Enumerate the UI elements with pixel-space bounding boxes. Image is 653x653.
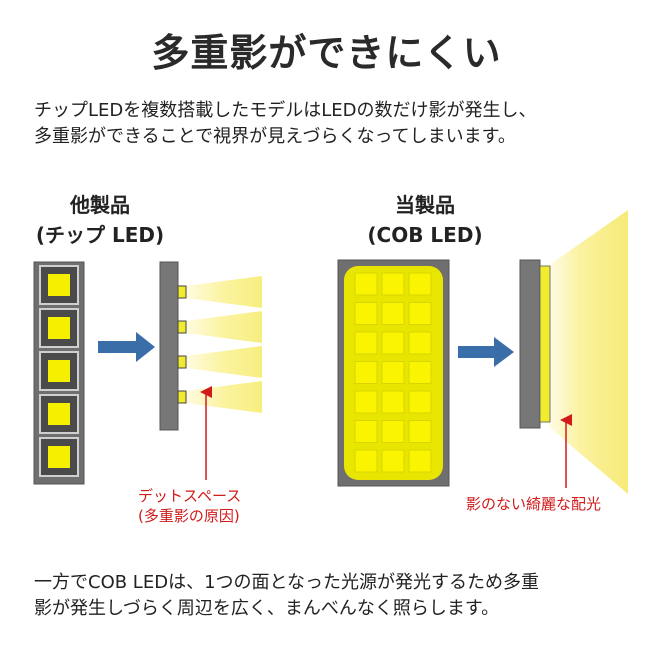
cob-led-cell: [354, 420, 378, 443]
chip-led-side: [177, 390, 187, 404]
intro-text: チップLEDを複数搭載したモデルはLEDの数だけ影が発生し、 多重影ができること…: [34, 98, 634, 150]
other-product-title: 他製品: [70, 193, 130, 217]
chip-led-side: [177, 320, 187, 334]
cob-led-cell: [408, 390, 432, 414]
dead-space-cause: (多重影の原因): [138, 507, 240, 525]
cob-led-cell: [381, 420, 405, 443]
cob-led-cell: [354, 272, 378, 296]
chip-led-emitter: [48, 274, 70, 296]
chip-led-emitter: [48, 360, 70, 382]
dead-space-label: デットスペース: [138, 487, 242, 505]
cob-led-side-view: [519, 210, 628, 494]
light-beam: [186, 381, 262, 413]
cob-led-cell: [381, 302, 405, 325]
outro-line-1: 一方でCOB LEDは、1つの面となった光源が発光するため多重: [34, 572, 539, 593]
chip-led-strip: [33, 261, 85, 485]
our-product-title: 当製品: [395, 193, 455, 217]
intro-line-1: チップLEDを複数搭載したモデルはLEDの数だけ影が発生し、: [34, 100, 537, 121]
our-product-subtitle: (COB LED): [367, 223, 483, 247]
clean-light-note: 影のない綺麗な配光: [466, 495, 602, 513]
other-product-subtitle: (チップ LED): [35, 223, 165, 247]
cob-led-cell: [408, 449, 432, 473]
cob-led-cell: [408, 331, 432, 355]
cob-led-cell: [354, 302, 378, 325]
cob-led-cell: [408, 420, 432, 443]
other-product-heading: 他製品 (チップ LED): [20, 190, 180, 250]
cob-led-cell: [354, 331, 378, 355]
chip-led-side: [177, 285, 187, 299]
cob-led-cell: [408, 302, 432, 325]
cob-led-cell: [381, 272, 405, 296]
intro-line-2: 多重影ができることで視界が見えづらくなってしまいます。: [34, 126, 516, 147]
light-beam: [186, 311, 262, 343]
outro-line-2: 影が発生しづらく周辺を広く、まんべんなく照らします。: [34, 598, 500, 619]
chip-led-emitter: [48, 317, 70, 339]
cob-led-cell: [408, 272, 432, 296]
cob-led-cell: [381, 331, 405, 355]
cob-led-cell: [354, 390, 378, 414]
cob-led-cell: [381, 449, 405, 473]
cob-led-cell: [354, 449, 378, 473]
chip-led-emitter: [48, 446, 70, 468]
cob-led-panel: [337, 259, 450, 487]
outro-text: 一方でCOB LEDは、1つの面となった光源が発光するため多重 影が発生しづらく…: [34, 570, 634, 622]
chip-led-side-view: [159, 261, 262, 431]
left-arrow-icon: [98, 332, 155, 362]
dead-space-note: デットスペース (多重影の原因): [138, 486, 241, 526]
light-beam: [186, 276, 262, 308]
page-title: 多重影ができにくい: [151, 31, 502, 75]
chip-led-side: [177, 355, 187, 369]
our-product-heading: 当製品 (COB LED): [340, 190, 510, 250]
cob-led-cell: [381, 361, 405, 384]
light-beam: [186, 346, 262, 378]
right-arrow-icon: [458, 337, 514, 367]
cob-led-cell: [354, 361, 378, 384]
cob-led-cell: [381, 390, 405, 414]
cob-led-cell: [408, 361, 432, 384]
chip-led-emitter: [48, 403, 70, 425]
chip-led: [39, 437, 79, 477]
